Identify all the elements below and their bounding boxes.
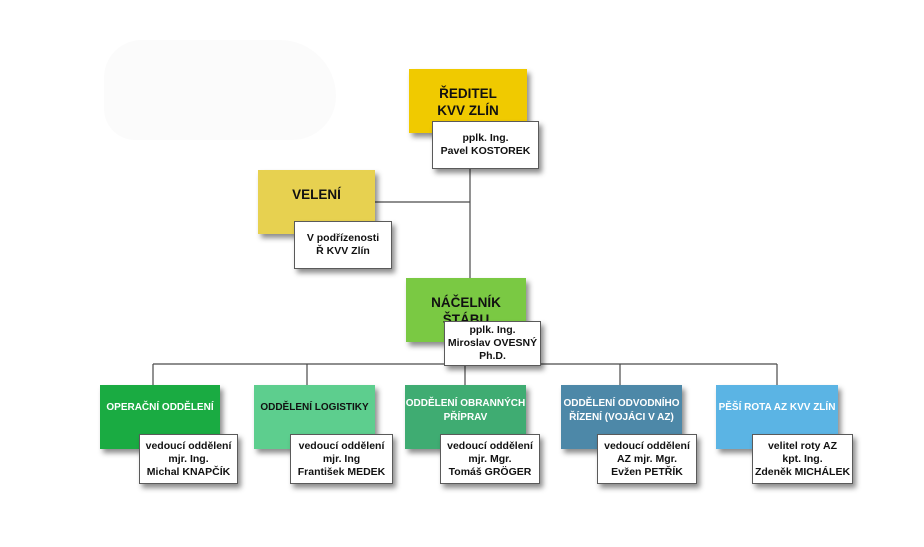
- dept-5-person-line-1: velitel roty AZ: [767, 439, 838, 452]
- dept-4-person-line-3: Evžen PETŘÍK: [611, 465, 683, 478]
- dept-4-title-line-2: ŘÍZENÍ (VOJÁCI V AZ): [569, 412, 674, 423]
- dept-5-person-line-3: Zdeněk MICHÁLEK: [754, 465, 851, 478]
- command-person-line-1: V podřízenosti: [306, 232, 380, 244]
- dept-4-title-line-1: ODDĚLENÍ ODVODNÍHO: [563, 398, 680, 409]
- dept-3-person-line-2: mjr. Mgr.: [468, 452, 512, 465]
- dept-1-person-line-2: mjr. Ing.: [168, 452, 209, 465]
- dept-5-person-line-2: kpt. Ing.: [782, 452, 823, 465]
- dept-5-title-line-1: PĚŠÍ ROTA AZ KVV ZLÍN: [718, 402, 836, 413]
- chief-title-line-1: NÁČELNÍK: [431, 295, 501, 310]
- chief-person-line-2: Miroslav OVESNÝ: [447, 337, 538, 349]
- director-person-box: pplk. Ing. Pavel KOSTOREK: [432, 121, 539, 169]
- department-person-box-3: vedoucí oddělení mjr. Mgr. Tomáš GRÖGER: [440, 434, 540, 484]
- department-box-4: ODDĚLENÍ ODVODNÍHO ŘÍZENÍ (VOJÁCI V AZ): [561, 385, 682, 449]
- department-person-box-5: velitel roty AZ kpt. Ing. Zdeněk MICHÁLE…: [752, 434, 853, 484]
- department-person-box-4: vedoucí oddělení AZ mjr. Mgr. Evžen PETŘ…: [597, 434, 697, 484]
- chief-person-line-3: Ph.D.: [479, 350, 506, 362]
- dept-3-person-line-3: Tomáš GRÖGER: [448, 465, 532, 478]
- command-person-line-2: Ř KVV Zlín: [316, 245, 370, 257]
- dept-2-title-line-1: ODDĚLENÍ LOGISTIKY: [260, 402, 369, 413]
- dept-2-person-line-3: František MEDEK: [297, 465, 386, 478]
- dept-1-person-line-3: Michal KNAPČÍK: [146, 465, 231, 478]
- chief-person-line-1: pplk. Ing.: [469, 324, 516, 336]
- department-person-box-2: vedoucí oddělení mjr. Ing František MEDE…: [290, 434, 393, 484]
- background-blob: [104, 40, 336, 140]
- dept-4-person-line-1: vedoucí oddělení: [604, 439, 690, 452]
- dept-2-person-line-2: mjr. Ing: [322, 452, 361, 465]
- dept-1-title-line-1: OPERAČNÍ ODDĚLENÍ: [106, 402, 214, 413]
- dept-4-person-line-2: AZ mjr. Mgr.: [616, 452, 678, 465]
- chief-of-staff-person-box: pplk. Ing. Miroslav OVESNÝ Ph.D.: [444, 321, 541, 366]
- director-person-line-2: Pavel KOSTOREK: [440, 145, 531, 157]
- director-title-line-2: KVV ZLÍN: [437, 103, 499, 118]
- dept-2-person-line-1: vedoucí oddělení: [298, 439, 385, 452]
- director-person-line-1: pplk. Ing.: [462, 132, 509, 144]
- command-person-box: V podřízenosti Ř KVV Zlín: [294, 221, 392, 269]
- command-title-line-1: VELENÍ: [292, 187, 341, 202]
- department-person-box-1: vedoucí oddělení mjr. Ing. Michal KNAPČÍ…: [139, 434, 238, 484]
- dept-3-person-line-1: vedoucí oddělení: [447, 439, 533, 452]
- dept-1-person-line-1: vedoucí oddělení: [145, 439, 232, 452]
- director-title-line-1: ŘEDITEL: [439, 86, 497, 101]
- dept-3-title-line-1: ODDĚLENÍ OBRANNÝCH: [405, 398, 526, 409]
- dept-3-title-line-2: PŘÍPRAV: [443, 412, 488, 423]
